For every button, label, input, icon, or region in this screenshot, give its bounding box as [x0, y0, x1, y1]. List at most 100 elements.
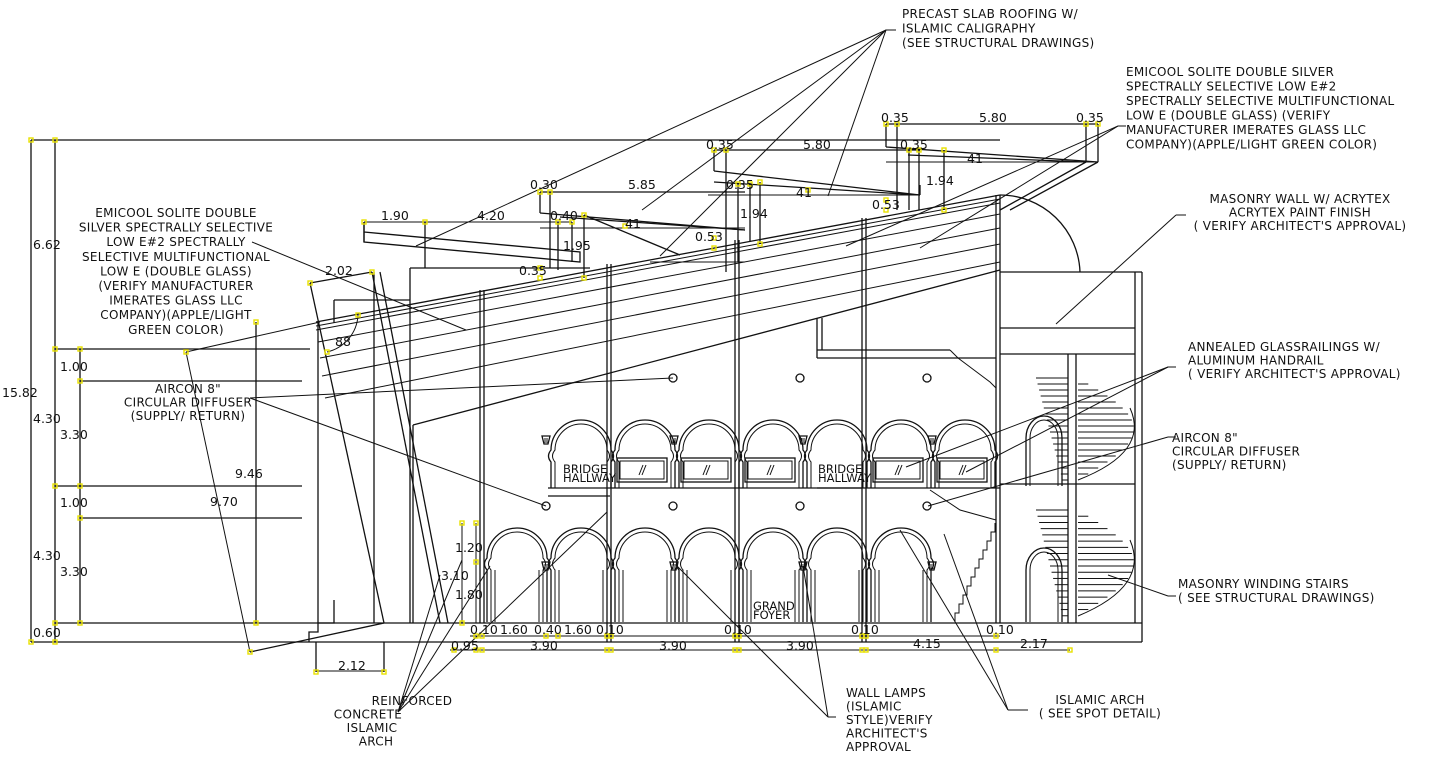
dim-wing-angle: 88 — [335, 334, 351, 349]
grip-point — [77, 515, 83, 521]
arch-lower-2 — [547, 527, 615, 623]
grip-point — [883, 121, 889, 127]
grip-point — [581, 275, 587, 281]
note-winding-stairs-line: MASONRY WINDING STAIRS — [1178, 577, 1349, 591]
dim-bay3: 3.90 — [786, 638, 814, 653]
dim-bay2: 3.90 — [659, 638, 687, 653]
grip-point — [622, 223, 628, 229]
glass-railing-panel — [744, 457, 796, 483]
note-glass-left-line: GREEN COLOR) — [128, 323, 224, 337]
note-aircon-left-line: AIRCON 8" — [155, 382, 221, 396]
note-winding-stairs-line: ( SEE STRUCTURAL DRAWINGS) — [1178, 591, 1375, 605]
grip-point — [941, 147, 947, 153]
dim-roof-c-off: 0.53 — [872, 197, 900, 212]
grip-point — [1083, 121, 1089, 127]
grip-point — [28, 639, 34, 645]
dim-bot-e: 0.10 — [596, 622, 624, 637]
note-glass-left-line: LOW E (DOUBLE GLASS) — [100, 264, 252, 278]
dim-arch-total: 3.10 — [441, 568, 469, 583]
note-masonry-wall-line: MASONRY WALL W/ ACRYTEX — [1210, 192, 1391, 206]
arch-upper-3 — [675, 419, 743, 489]
grip-point — [381, 669, 387, 675]
room-label-bridge-1: HALLWAY — [563, 471, 617, 485]
arch-upper-2 — [611, 419, 679, 489]
grip-point — [355, 312, 361, 318]
grip-point — [555, 219, 561, 225]
grip-point — [307, 280, 313, 286]
stair-tower — [954, 377, 1135, 622]
room-label-grand-foyer: FOYER — [753, 608, 790, 622]
grip-point — [473, 633, 479, 639]
dim-roof-b-off: 0.53 — [695, 229, 723, 244]
note-aircon-left-line: (SUPPLY/ RETURN) — [131, 409, 246, 423]
grip-point — [451, 647, 457, 653]
note-wall-lamps-line: STYLE)VERIFY — [846, 713, 933, 727]
dim-roof-b-t1: 0.35 — [726, 177, 754, 192]
dim-col-height1: 9.46 — [235, 466, 263, 481]
dim-roof-b-w: 5.85 — [628, 177, 656, 192]
arch-upper-7 — [931, 419, 999, 489]
note-glass-left-line: SELECTIVE MULTIFUNCTIONAL — [82, 250, 270, 264]
dim-bay5: 2.17 — [1020, 636, 1048, 651]
note-glass-left-line: SILVER SPECTRALLY SELECTIVE — [79, 221, 273, 235]
grip-point — [479, 647, 485, 653]
grip-point — [253, 319, 259, 325]
bottom-dimension-lines — [450, 523, 1070, 651]
grip-point — [883, 197, 889, 203]
dim-roof-b-h: 1.94 — [740, 206, 768, 221]
grip-point — [581, 212, 587, 218]
note-glass-left-line: LOW E#2 SPECTRALLY — [106, 235, 246, 249]
note-glass-left-line: EMICOOL SOLITE DOUBLE — [95, 206, 257, 220]
grip-point — [757, 241, 763, 247]
glass-railing-panel — [936, 457, 988, 483]
dim-col-height2: 9.70 — [210, 494, 238, 509]
dim-left-overall: 15.82 — [2, 385, 38, 400]
grip-point — [757, 179, 763, 185]
dim-roof-a-t2: 0.40 — [550, 208, 578, 223]
dim-left-slab1: 1.00 — [60, 359, 88, 374]
note-glass-right-line: LOW E (DOUBLE GLASS) (VERIFY — [1126, 109, 1331, 123]
diffuser-icon — [795, 373, 805, 383]
note-glass-left-line: (VERIFY MANUFACTURER — [98, 279, 253, 293]
grip-point — [941, 207, 947, 213]
dim-left-floor2: 4.30 — [33, 548, 61, 563]
grip-point — [805, 187, 811, 193]
dim-arch-h2: 1.80 — [455, 587, 483, 602]
grip-point — [473, 559, 479, 565]
note-wall-lamps-line: APPROVAL — [846, 740, 911, 754]
dim-left-top: 6.62 — [33, 237, 61, 252]
dim-left-base: 0.60 — [33, 625, 61, 640]
grip-point — [52, 639, 58, 645]
dim-arch-h1: 1.20 — [455, 540, 483, 555]
dim-left-slab2: 1.00 — [60, 495, 88, 510]
dim-roof-d-w: 5.80 — [979, 110, 1007, 125]
note-wall-lamps-line: ARCHITECT'S — [846, 727, 928, 741]
grip-point — [916, 147, 922, 153]
grip-point — [608, 647, 614, 653]
grip-point — [52, 483, 58, 489]
grip-point — [369, 269, 375, 275]
grip-point — [537, 189, 543, 195]
dim-left-clear2: 3.30 — [60, 564, 88, 579]
grip-point — [863, 633, 869, 639]
annotations: PRECAST SLAB ROOFING W/ISLAMIC CALIGRAPH… — [79, 7, 1406, 754]
dim-left-clear1: 3.30 — [60, 427, 88, 442]
grip-point — [28, 137, 34, 143]
dim-bot-a: 0.10 — [470, 622, 498, 637]
dim-roof-d-t2: 0.35 — [1076, 110, 1104, 125]
grip-point — [736, 633, 742, 639]
dim-roof-a-w2: 4.20 — [477, 208, 505, 223]
grip-point — [993, 647, 999, 653]
dim-roof-c-t2: 0.35 — [900, 137, 928, 152]
arch-lower-7 — [867, 527, 935, 623]
grip-point — [422, 219, 428, 225]
winding-stair-upper — [1025, 377, 1135, 486]
note-islamic-arch-line: ( SEE SPOT DETAIL) — [1039, 707, 1161, 721]
note-rc-arch-line: ARCH — [359, 735, 394, 749]
grip-point — [52, 137, 58, 143]
grip-point — [77, 620, 83, 626]
grip-point — [863, 647, 869, 653]
glass-railing-panel — [680, 457, 732, 483]
wall-lamp-icon — [541, 435, 551, 445]
grip-point — [473, 647, 479, 653]
